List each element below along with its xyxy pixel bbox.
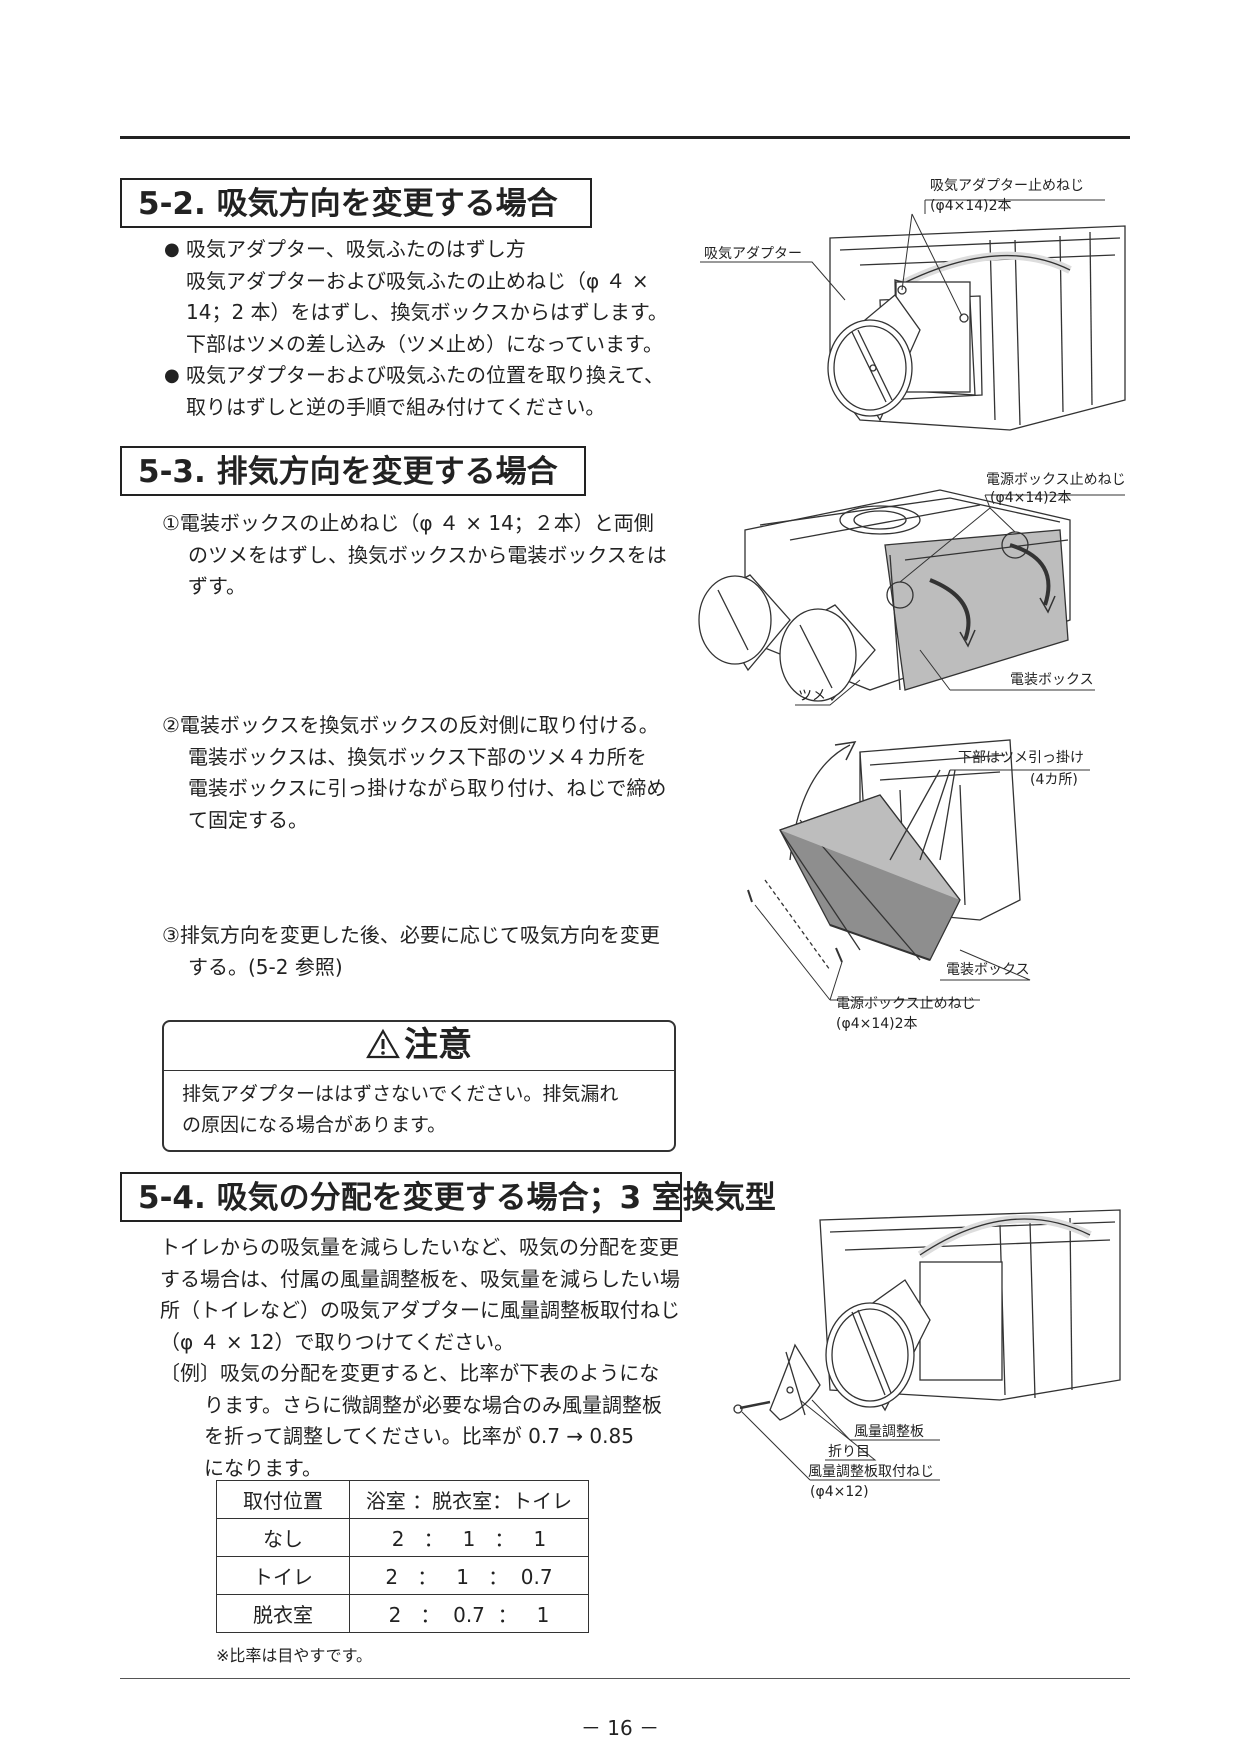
- text-line: トイレからの吸気量を減らしたいなど、吸気の分配を変更: [160, 1235, 679, 1259]
- text-line: のツメをはずし、換気ボックスから電装ボックスをは: [188, 542, 667, 567]
- text-line: する。(5-2 参照): [188, 954, 343, 979]
- caution-box: 注意 排気アダプターははずさないでください。排気漏れ の原因になる場合があります…: [162, 1020, 676, 1152]
- ratio-table: 取付位置 浴室 ：脱衣室：トイレ なし 2 ： 1 ： 1 トイレ 2 ： 1 …: [216, 1480, 589, 1633]
- top-rule: [120, 136, 1130, 139]
- label-fold-line: 折り目: [828, 1444, 870, 1460]
- caution-title: 注意: [404, 1025, 472, 1065]
- text-line: する場合は、付属の風量調整板を、吸気量を減らしたい場: [160, 1266, 680, 1291]
- label-power-box-screw-2: 電源ボックス止めねじ: [836, 996, 976, 1012]
- label-adjuster-screw: 風量調整板取付ねじ: [808, 1464, 934, 1480]
- table-note: ※比率は目やすです。: [216, 1646, 372, 1665]
- step-1: ①電装ボックスの止めねじ（φ ４ × 14；２本）と両側 のツメをはずし、換気ボ…: [162, 508, 667, 603]
- text-line: 下部はツメの差し込み（ツメ止め）になっています。: [186, 331, 663, 356]
- table-cell: トイレ: [216, 1556, 350, 1595]
- text-line: 排気アダプターははずさないでください。排気漏れ: [182, 1083, 619, 1105]
- label-adjuster-screw-size: (φ4×12): [810, 1484, 869, 1500]
- text-line: ります。さらに微調整が必要な場合のみ風量調整板: [204, 1392, 662, 1417]
- label-intake-screw: 吸気アダプター止めねじ: [930, 178, 1084, 194]
- section-title-5-2: 5-2. 吸気方向を変更する場合: [120, 178, 592, 228]
- warning-triangle-icon: [366, 1028, 400, 1059]
- table-header-cell: 取付位置: [216, 1480, 350, 1519]
- text-line: て固定する。: [188, 807, 308, 832]
- text-line: 取りはずしと逆の手順で組み付けてください。: [186, 394, 606, 419]
- bottom-rule: [120, 1678, 1130, 1679]
- label-adjuster-plate: 風量調整板: [854, 1424, 924, 1440]
- text-line: 所（トイレなど）の吸気アダプターに風量調整板取付ねじ: [160, 1298, 680, 1322]
- caution-text: 排気アダプターははずさないでください。排気漏れ の原因になる場合があります。: [164, 1071, 674, 1149]
- table-cell: 2 ： 0.7 ： 1: [349, 1594, 589, 1633]
- text-line: になります。: [204, 1455, 322, 1480]
- table-row: 脱衣室 2 ： 0.7 ： 1: [216, 1594, 589, 1633]
- text-line: 吸気アダプターおよび吸気ふたの止めねじ（φ ４ ×: [186, 268, 649, 293]
- label-electrical-box: 電装ボックス: [1010, 672, 1094, 688]
- text-line: （φ ４ × 12）で取りつけてください。: [160, 1329, 515, 1354]
- caution-header: 注意: [164, 1022, 674, 1071]
- text-line: ③排気方向を変更した後、必要に応じて吸気方向を変更: [162, 923, 660, 947]
- table-row: なし 2 ： 1 ： 1: [216, 1518, 589, 1557]
- page-number: － 16 －: [580, 1716, 660, 1740]
- text-line: 〔例〕吸気の分配を変更すると、比率が下表のようにな: [160, 1361, 660, 1385]
- label-power-box-screw-size: (φ4×14)2本: [990, 490, 1072, 506]
- text-line: を折って調整してください。比率が 0.7 → 0.85: [204, 1424, 634, 1448]
- table-header-row: 取付位置 浴室 ：脱衣室：トイレ: [216, 1480, 589, 1519]
- table-cell: 脱衣室: [216, 1594, 350, 1633]
- bullet-item: 吸気アダプター、吸気ふたのはずし方: [164, 234, 668, 266]
- text-line: 14；2 本）をはずし、換気ボックスからはずします。: [186, 300, 668, 324]
- section-5-2-text: 吸気アダプター、吸気ふたのはずし方 吸気アダプターおよび吸気ふたの止めねじ（φ …: [164, 234, 668, 423]
- label-intake-screw-size: (φ4×14)2本: [930, 198, 1012, 214]
- section-5-4-text: トイレからの吸気量を減らしたいなど、吸気の分配を変更 する場合は、付属の風量調整…: [160, 1232, 680, 1484]
- section-title-5-3: 5-3. 排気方向を変更する場合: [120, 446, 586, 496]
- table-row: トイレ 2 ： 1 ： 0.7: [216, 1556, 589, 1595]
- step-3: ③排気方向を変更した後、必要に応じて吸気方向を変更 する。(5-2 参照): [162, 920, 660, 983]
- bullet-item: 吸気アダプターおよび吸気ふたの位置を取り換えて、: [164, 360, 668, 392]
- label-hook-count: (4カ所): [1030, 772, 1078, 788]
- label-power-box-screw-size-2: (φ4×14)2本: [836, 1016, 918, 1032]
- label-hook-tabs: 下部はツメ引っ掛け: [958, 750, 1084, 766]
- label-electrical-box-2: 電装ボックス: [946, 962, 1030, 978]
- label-power-box-screw: 電源ボックス止めねじ: [986, 472, 1126, 488]
- table-cell: なし: [216, 1518, 350, 1557]
- text-line: ずす。: [188, 574, 246, 598]
- text-line: ①電装ボックスの止めねじ（φ ４ × 14；２本）と両側: [162, 511, 654, 535]
- text-line: の原因になる場合があります。: [182, 1114, 447, 1136]
- table-header-cell: 浴室 ：脱衣室：トイレ: [349, 1480, 589, 1519]
- label-tsume: ツメ: [798, 688, 826, 704]
- step-2: ②電装ボックスを換気ボックスの反対側に取り付ける。 電装ボックスは、換気ボックス…: [162, 710, 666, 836]
- table-cell: 2 ： 1 ： 1: [349, 1518, 589, 1557]
- text-line: 電装ボックスに引っ掛けながら取り付け、ねじで締め: [188, 776, 667, 800]
- label-intake-adapter: 吸気アダプター: [704, 246, 802, 262]
- text-line: ②電装ボックスを換気ボックスの反対側に取り付ける。: [162, 713, 659, 737]
- table-cell: 2 ： 1 ： 0.7: [349, 1556, 589, 1595]
- text-line: 電装ボックスは、換気ボックス下部のツメ４カ所を: [188, 744, 647, 769]
- section-title-5-4: 5-4. 吸気の分配を変更する場合；3 室換気型: [120, 1172, 776, 1222]
